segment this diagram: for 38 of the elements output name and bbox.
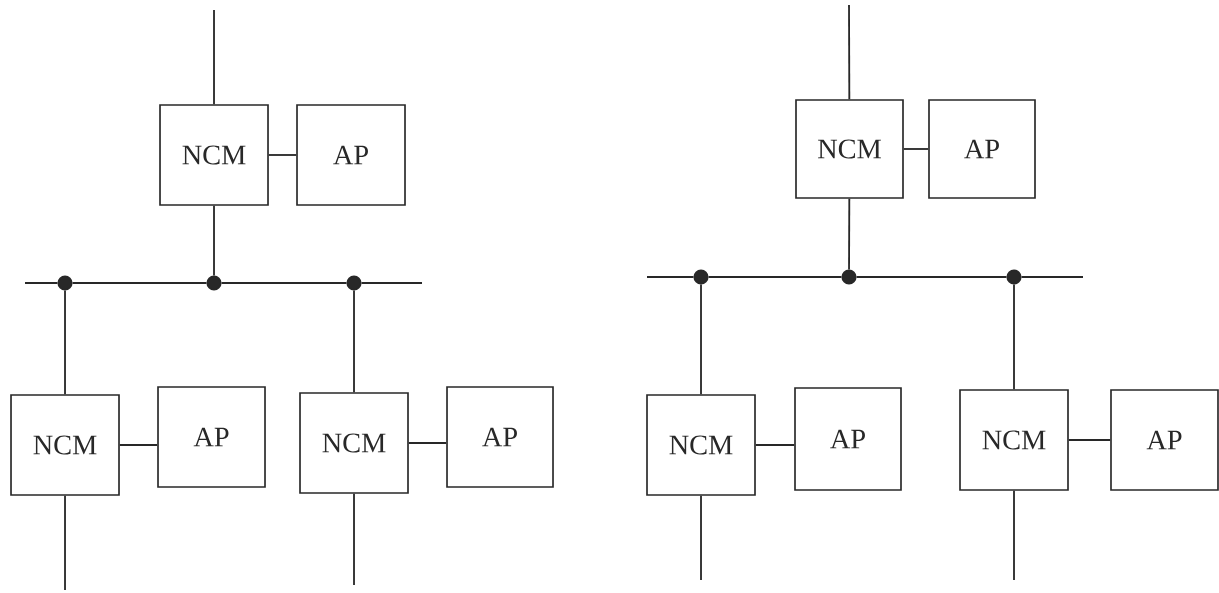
line bbox=[24, 282, 59, 284]
line bbox=[213, 9, 215, 106]
connector-line bbox=[848, 197, 851, 271]
connector-line bbox=[118, 444, 159, 446]
line bbox=[353, 492, 355, 586]
line bbox=[1020, 276, 1084, 278]
line bbox=[1013, 489, 1015, 581]
connector-line bbox=[902, 148, 930, 150]
line bbox=[64, 494, 66, 591]
connector-line bbox=[220, 282, 348, 284]
process-box: AP bbox=[928, 99, 1036, 199]
connector-line bbox=[353, 289, 355, 394]
process-box: NCM bbox=[959, 389, 1069, 491]
line bbox=[360, 282, 423, 284]
line bbox=[848, 4, 851, 101]
process-box: AP bbox=[296, 104, 406, 206]
process-box: NCM bbox=[10, 394, 120, 496]
connector-line bbox=[267, 154, 298, 156]
process-box: AP bbox=[1110, 389, 1219, 491]
process-box: NCM bbox=[299, 392, 409, 494]
connector-line bbox=[1013, 283, 1015, 391]
line bbox=[646, 276, 695, 278]
process-box: AP bbox=[794, 387, 902, 491]
connector-line bbox=[707, 276, 843, 278]
process-box: AP bbox=[157, 386, 266, 488]
connector-line bbox=[64, 289, 66, 396]
connector-line bbox=[855, 276, 1008, 278]
process-box: NCM bbox=[159, 104, 269, 206]
connector-line bbox=[700, 283, 702, 396]
process-box: NCM bbox=[646, 394, 756, 496]
connector-line bbox=[754, 444, 796, 446]
connector-line bbox=[213, 204, 215, 277]
process-box: AP bbox=[446, 386, 554, 488]
connector-line bbox=[71, 282, 208, 284]
connector-line bbox=[407, 442, 448, 444]
process-box: NCM bbox=[795, 99, 904, 199]
line bbox=[700, 494, 702, 581]
connector-line bbox=[1067, 439, 1112, 441]
